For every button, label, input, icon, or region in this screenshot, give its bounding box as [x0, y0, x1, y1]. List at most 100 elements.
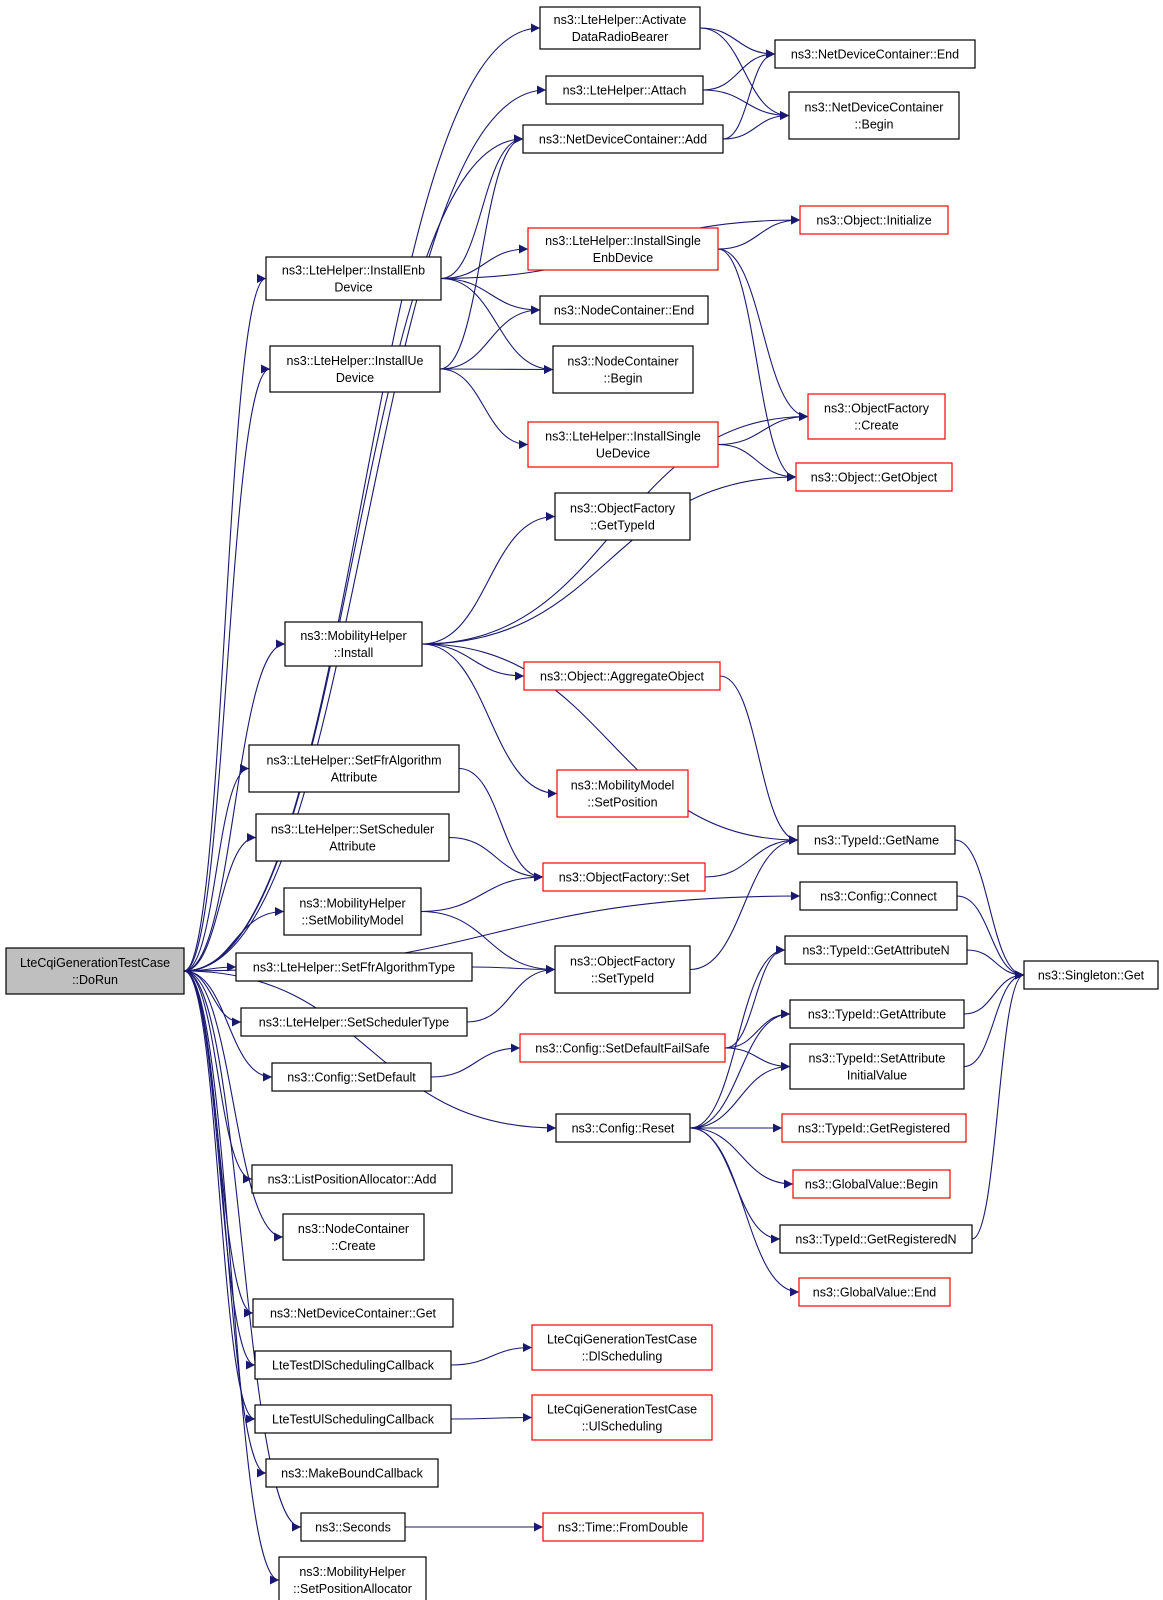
node-box-setschedtype — [240, 1007, 468, 1037]
call-edge-dorun-to-nc_create — [183, 970, 284, 1242]
node-of_set[interactable]: ns3::ObjectFactory::Set — [542, 862, 706, 892]
node-label-lpa_add-line-0: ns3::ListPositionAllocator::Add — [268, 1173, 437, 1187]
call-edge-cfg_setdefault-to-cfg_setdfs — [430, 1043, 521, 1078]
node-label-obj_init-line-0: ns3::Object::Initialize — [816, 214, 931, 228]
call-edge-setschedattr-to-of_set — [448, 836, 544, 882]
node-box-of_settypeid — [554, 945, 691, 994]
node-nc_end[interactable]: ns3::NodeContainer::End — [539, 295, 709, 325]
node-box-mh_setposalloc — [278, 1556, 427, 1600]
node-of_settypeid[interactable]: ns3::ObjectFactory::SetTypeId — [554, 945, 691, 994]
node-box-of_create — [807, 393, 946, 440]
node-label-gv_end-line-0: ns3::GlobalValue::End — [813, 1286, 937, 1300]
node-box-installsue — [527, 421, 719, 468]
node-gv_end[interactable]: ns3::GlobalValue::End — [798, 1277, 951, 1307]
node-ndc_get[interactable]: ns3::NetDeviceContainer::Get — [252, 1298, 454, 1328]
node-label-attach-line-0: ns3::LteHelper::Attach — [563, 84, 687, 98]
node-label-singleton_get-line-0: ns3::Singleton::Get — [1038, 969, 1145, 983]
node-ndc_end[interactable]: ns3::NetDeviceContainer::End — [774, 39, 976, 69]
call-edge-tid_getattr-to-singleton_get — [963, 970, 1025, 1015]
node-label-of_gettypeid-line-1: ::GetTypeId — [590, 519, 655, 533]
node-gv_begin[interactable]: ns3::GlobalValue::Begin — [792, 1169, 951, 1199]
node-mbc[interactable]: ns3::MakeBoundCallback — [265, 1458, 439, 1488]
node-getobject[interactable]: ns3::Object::GetObject — [795, 462, 953, 492]
node-aggregate[interactable]: ns3::Object::AggregateObject — [523, 661, 721, 691]
node-box-of_gettypeid — [554, 492, 691, 541]
node-nc_begin[interactable]: ns3::NodeContainer::Begin — [552, 345, 694, 394]
node-tid_getname[interactable]: ns3::TypeId::GetName — [797, 825, 956, 855]
node-label-installsenb-line-1: EnbDevice — [593, 251, 653, 265]
node-dorun[interactable]: LteCqiGenerationTestCase::DoRun — [5, 947, 185, 995]
node-of_gettypeid[interactable]: ns3::ObjectFactory::GetTypeId — [554, 492, 691, 541]
call-edge-dorun-to-mbc — [183, 970, 267, 1478]
node-attach[interactable]: ns3::LteHelper::Attach — [545, 75, 704, 105]
node-mm_setpos[interactable]: ns3::MobilityModel::SetPosition — [556, 769, 689, 818]
node-singleton_get[interactable]: ns3::Singleton::Get — [1023, 960, 1159, 990]
call-edge-dlcb-to-dlsched — [450, 1343, 533, 1366]
node-box-installenb — [265, 256, 442, 301]
call-edge-dorun-to-mh_setmm — [183, 907, 285, 972]
node-time_fromdouble[interactable]: ns3::Time::FromDouble — [542, 1512, 704, 1542]
node-box-activatedrb — [539, 6, 701, 50]
node-tid_getreg[interactable]: ns3::TypeId::GetRegistered — [781, 1113, 967, 1143]
node-label-dlsched-line-1: ::DlScheduling — [582, 1350, 663, 1364]
call-edge-setffrtype-to-of_settypeid — [471, 964, 556, 974]
call-edge-mh_install-to-tid_getname — [421, 643, 799, 845]
node-label-dlcb-line-0: LteTestDlSchedulingCallback — [272, 1359, 435, 1373]
node-box-nc_end — [539, 295, 709, 325]
node-label-nc_begin-line-1: ::Begin — [604, 372, 643, 386]
node-obj_init[interactable]: ns3::Object::Initialize — [799, 205, 949, 235]
call-edge-aggregate-to-tid_getname — [719, 675, 799, 845]
node-cfg_connect[interactable]: ns3::Config::Connect — [799, 881, 958, 911]
node-dlsched[interactable]: LteCqiGenerationTestCase::DlScheduling — [531, 1324, 713, 1371]
node-ulsched[interactable]: LteCqiGenerationTestCase::UlScheduling — [531, 1394, 713, 1441]
node-setschedtype[interactable]: ns3::LteHelper::SetSchedulerType — [240, 1007, 468, 1037]
node-seconds[interactable]: ns3::Seconds — [300, 1512, 406, 1542]
node-box-cfg_setdfs — [519, 1033, 726, 1063]
call-edge-activatedrb-to-ndc_end — [699, 27, 776, 59]
node-ndc_add[interactable]: ns3::NetDeviceContainer::Add — [522, 124, 724, 154]
function-nodes: LteCqiGenerationTestCase::DoRunns3::LteH… — [5, 6, 1159, 1600]
node-label-nc_create-line-0: ns3::NodeContainer — [298, 1222, 409, 1236]
call-edge-cfg_reset-to-tid_getattrn — [689, 945, 786, 1129]
node-dlcb[interactable]: LteTestDlSchedulingCallback — [254, 1350, 452, 1380]
node-cfg_setdfs[interactable]: ns3::Config::SetDefaultFailSafe — [519, 1033, 726, 1063]
node-ndc_begin[interactable]: ns3::NetDeviceContainer::Begin — [788, 91, 960, 140]
call-edge-installue-to-installsue — [439, 368, 529, 449]
call-edge-installue-to-nc_end — [439, 305, 541, 370]
call-edge-setffrattr-to-of_set — [458, 767, 544, 882]
call-edge-tid_getname-to-singleton_get — [954, 839, 1025, 980]
node-box-tid_getregn — [779, 1224, 973, 1254]
node-box-cfg_connect — [799, 881, 958, 911]
node-of_create[interactable]: ns3::ObjectFactory::Create — [807, 393, 946, 440]
node-setffrtype[interactable]: ns3::LteHelper::SetFfrAlgorithmType — [235, 952, 473, 982]
node-cfg_reset[interactable]: ns3::Config::Reset — [555, 1113, 691, 1143]
node-box-setffrtype — [235, 952, 473, 982]
node-ulcb[interactable]: LteTestUlSchedulingCallback — [254, 1404, 452, 1434]
node-tid_getattr[interactable]: ns3::TypeId::GetAttribute — [789, 999, 965, 1029]
node-tid_getregn[interactable]: ns3::TypeId::GetRegisteredN — [779, 1224, 973, 1254]
node-mh_setmm[interactable]: ns3::MobilityHelper::SetMobilityModel — [283, 887, 422, 936]
call-edges — [183, 23, 1025, 1585]
node-label-mh_install-line-0: ns3::MobilityHelper — [300, 629, 406, 643]
node-nc_create[interactable]: ns3::NodeContainer::Create — [282, 1213, 425, 1261]
call-edge-installenb-to-installsenb — [440, 244, 529, 280]
node-cfg_setdefault[interactable]: ns3::Config::SetDefault — [271, 1062, 432, 1092]
node-tid_getattrn[interactable]: ns3::TypeId::GetAttributeN — [784, 935, 968, 965]
call-edge-cfg_reset-to-tid_getattr — [689, 1009, 791, 1129]
node-label-setffrattr-line-0: ns3::LteHelper::SetFfrAlgorithm — [266, 754, 441, 768]
call-edge-installsenb-to-getobject — [717, 248, 797, 482]
node-mh_setposalloc[interactable]: ns3::MobilityHelper::SetPositionAllocato… — [278, 1556, 427, 1600]
node-label-mh_setposalloc-line-1: ::SetPositionAllocator — [293, 1582, 412, 1596]
node-label-getobject-line-0: ns3::Object::GetObject — [811, 471, 938, 485]
node-lpa_add[interactable]: ns3::ListPositionAllocator::Add — [251, 1164, 453, 1194]
node-mh_install[interactable]: ns3::MobilityHelper::Install — [284, 621, 423, 667]
node-label-cfg_reset-line-0: ns3::Config::Reset — [572, 1122, 675, 1136]
